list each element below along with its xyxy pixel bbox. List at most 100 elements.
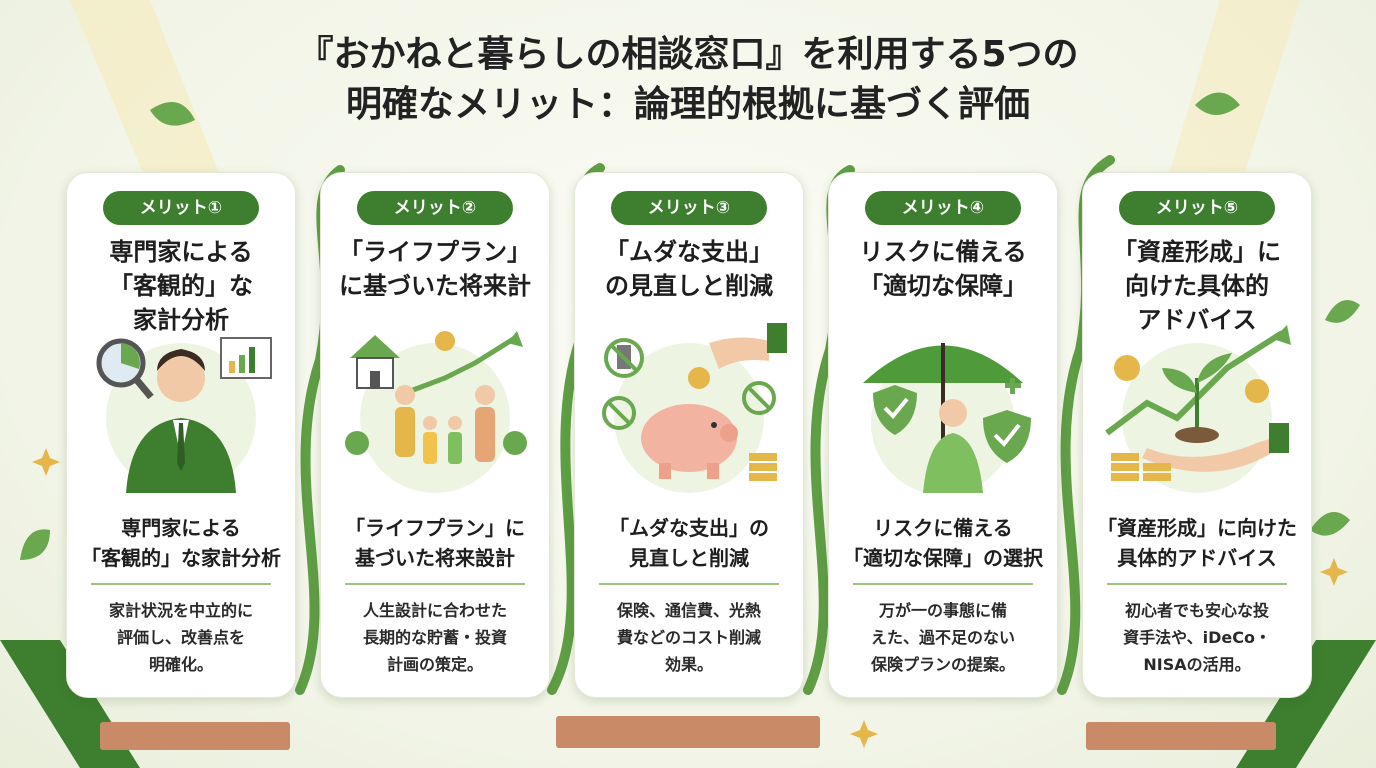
ribbon-bottom-right [1086, 722, 1276, 750]
merit-description: 家計状況を中立的に 評価し、改善点を 明確化。 [77, 597, 285, 678]
merit-badge: メリット① [103, 191, 259, 225]
description-line: えた、過不足のない [870, 628, 1015, 647]
heading-line: 「客観的」な [109, 272, 253, 300]
advisor-illustration [96, 337, 272, 493]
heading-line: 「ライフプラン」 [339, 238, 531, 266]
divider [599, 583, 779, 585]
subtitle-line: 「資産形成」に向けた [1097, 516, 1297, 540]
merit-card-4: メリット④ リスクに備える 「適切な保障」 リスクに備える 「適切な保障」の選択… [828, 172, 1058, 698]
heading-line: 「ムダな支出」 [605, 238, 773, 266]
coin-stack-icon [749, 453, 777, 481]
merit-badge: メリット② [357, 191, 513, 225]
heading-line: リスクに備える [859, 238, 1027, 266]
description-line: 長期的な貯蓄・投資 [362, 628, 507, 647]
subtitle-line: 「適切な保障」の選択 [843, 546, 1043, 570]
merit-card-2: メリット② 「ライフプラン」 に基づいた将来計 「ライフプラン」に 基づいた将来… [320, 172, 550, 698]
description-line: 費などのコスト削減 [616, 628, 761, 647]
sun-icon [435, 331, 455, 351]
ribbon-bottom-center [556, 716, 820, 748]
description-line: 万が一の事態に備 [878, 601, 1007, 620]
hand-icon [1142, 423, 1289, 472]
family-icon [395, 385, 495, 464]
merit-subtitle: リスクに備える 「適切な保障」の選択 [833, 513, 1053, 573]
description-line: 人生設計に合わせた [362, 601, 507, 620]
magnifier-icon [96, 338, 154, 400]
subtitle-line: リスクに備える [873, 516, 1013, 540]
merit-card-1: メリット① 専門家による 「客観的」な 家計分析 専門家による 「客観的」な家計… [66, 172, 296, 698]
person-icon [923, 399, 983, 493]
coin-stack-icon [1111, 453, 1171, 481]
merit-heading: 専門家による 「客観的」な 家計分析 [73, 235, 289, 337]
savings-illustration [602, 323, 787, 493]
subtitle-line: 専門家による [121, 516, 241, 540]
family-illustration [345, 331, 527, 493]
subtitle-line: 見直しと削減 [629, 546, 749, 570]
no-bulb-icon [742, 381, 776, 415]
heading-line: 向けた具体的 [1125, 272, 1269, 300]
divider [345, 583, 525, 585]
merit-subtitle: 「ライフプラン」に 基づいた将来設計 [325, 513, 545, 573]
description-line: 資手法や、iDeCo・ [1123, 628, 1271, 647]
merit-subtitle: 専門家による 「客観的」な家計分析 [71, 513, 291, 573]
heading-line: 「資産形成」に [1113, 238, 1281, 266]
description-line: 保険、通信費、光熱 [616, 601, 761, 620]
description-line: 初心者でも安心な投 [1124, 601, 1269, 620]
divider [1107, 583, 1287, 585]
heading-line: アドバイス [1137, 306, 1257, 334]
house-icon [350, 335, 400, 389]
heading-line: 家計分析 [133, 306, 229, 334]
advisor-icon [126, 349, 236, 493]
merit-heading: リスクに備える 「適切な保障」 [835, 235, 1051, 303]
no-phone-icon [604, 338, 644, 378]
chart-icon [220, 337, 272, 379]
heading-line: の見直しと削減 [605, 272, 773, 300]
subtitle-line: 「ライフプラン」に [345, 516, 525, 540]
merit-heading: 「ムダな支出」 の見直しと削減 [581, 235, 797, 303]
shield-check-icon [873, 385, 917, 435]
subtitle-line: 基づいた将来設計 [355, 546, 515, 570]
sprout-icon [1162, 353, 1232, 443]
subtitle-line: 具体的アドバイス [1117, 546, 1277, 570]
merit-subtitle: 「ムダな支出」の 見直しと削減 [579, 513, 799, 573]
description-line: NISAの活用。 [1143, 655, 1251, 674]
description-line: 計画の策定。 [386, 655, 483, 674]
growth-arrow-icon [404, 331, 523, 396]
heading-line: 専門家による [109, 238, 253, 266]
heading-line: 「適切な保障」 [859, 272, 1027, 300]
merit-card-3: メリット③ 「ムダな支出」 の見直しと削減 「ムダな支出」の 見直しと削減 保険… [574, 172, 804, 698]
description-line: 効果。 [664, 655, 713, 674]
description-line: 家計状況を中立的に [108, 601, 253, 620]
page-title: 『おかねと暮らしの相談窓口』を利用する5つの 明確なメリット：論理的根拠に基づく… [0, 30, 1376, 130]
merit-description: 保険、通信費、光熱 費などのコスト削減 効果。 [585, 597, 793, 678]
merit-heading: 「ライフプラン」 に基づいた将来計 [327, 235, 543, 303]
merit-card-5: メリット⑤ 「資産形成」に 向けた具体的 アドバイス 「資産形成」に向けた 具体… [1082, 172, 1312, 698]
merit-badge: メリット④ [865, 191, 1021, 225]
piggy-bank-icon [641, 404, 738, 479]
sparkle-icon [32, 448, 1348, 748]
shield-check-icon [983, 410, 1031, 463]
merit-heading: 「資産形成」に 向けた具体的 アドバイス [1089, 235, 1305, 337]
subtitle-line: 「ムダな支出」の [609, 516, 769, 540]
insurance-illustration [863, 343, 1031, 493]
plus-icon [1005, 378, 1021, 394]
title-line-2: 明確なメリット：論理的根拠に基づく評価 [345, 84, 1030, 125]
title-line-1: 『おかねと暮らしの相談窓口』を利用する5つの [297, 34, 1079, 75]
merit-subtitle: 「資産形成」に向けた 具体的アドバイス [1087, 513, 1307, 573]
divider [853, 583, 1033, 585]
description-line: 評価し、改善点を [116, 628, 245, 647]
description-line: 保険プランの提案。 [870, 655, 1015, 674]
tree-icon [345, 431, 527, 455]
merit-description: 万が一の事態に備 えた、過不足のない 保険プランの提案。 [839, 597, 1047, 678]
growth-arrow-icon [1105, 325, 1291, 436]
merit-badge: メリット③ [611, 191, 767, 225]
description-line: 明確化。 [148, 655, 213, 674]
no-bottle-icon [602, 396, 636, 430]
merit-description: 初心者でも安心な投 資手法や、iDeCo・ NISAの活用。 [1093, 597, 1301, 678]
coin-icon [1114, 355, 1269, 403]
subtitle-line: 「客観的」な家計分析 [81, 546, 281, 570]
leaf-icon [20, 92, 1360, 560]
divider [91, 583, 271, 585]
merit-description: 人生設計に合わせた 長期的な貯蓄・投資 計画の策定。 [331, 597, 539, 678]
merit-badge: メリット⑤ [1119, 191, 1275, 225]
heading-line: に基づいた将来計 [339, 272, 531, 300]
